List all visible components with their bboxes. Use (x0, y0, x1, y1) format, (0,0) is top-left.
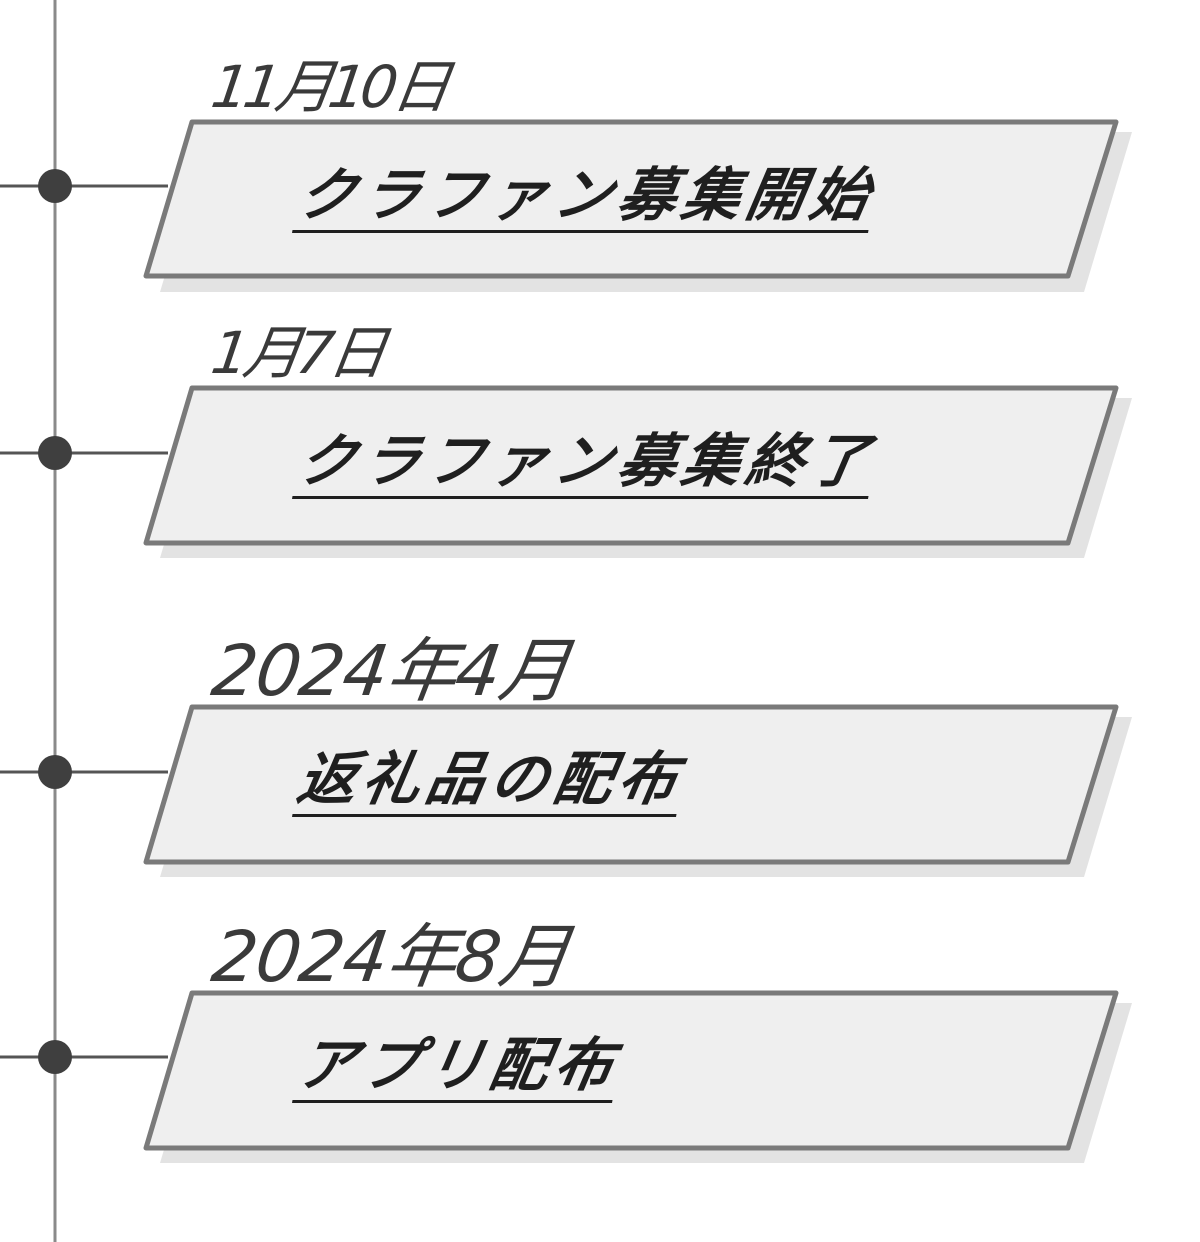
event-title: クラファン募集終了 (292, 427, 881, 499)
event-banner-2 (0, 385, 1132, 558)
timeline-node (38, 436, 72, 470)
event-title: 返礼品の配布 (292, 745, 689, 817)
banner-shape (143, 704, 1119, 865)
banner-shape (143, 990, 1119, 1151)
event-title: アプリ配布 (292, 1031, 625, 1103)
banner-shape (143, 119, 1119, 279)
timeline-node (38, 1040, 72, 1074)
event-banner-4 (0, 990, 1132, 1163)
timeline-node (38, 755, 72, 789)
event-date: 2024年4月 (207, 630, 575, 712)
event-date: 2024年8月 (207, 916, 575, 998)
timeline-node (38, 169, 72, 203)
event-date: 11月10日 (207, 53, 451, 121)
event-banner-3 (0, 704, 1132, 877)
event-banner-1 (0, 119, 1132, 292)
banner-shape (143, 385, 1119, 546)
event-date: 1月7日 (207, 319, 387, 387)
event-title: クラファン募集開始 (292, 161, 881, 233)
